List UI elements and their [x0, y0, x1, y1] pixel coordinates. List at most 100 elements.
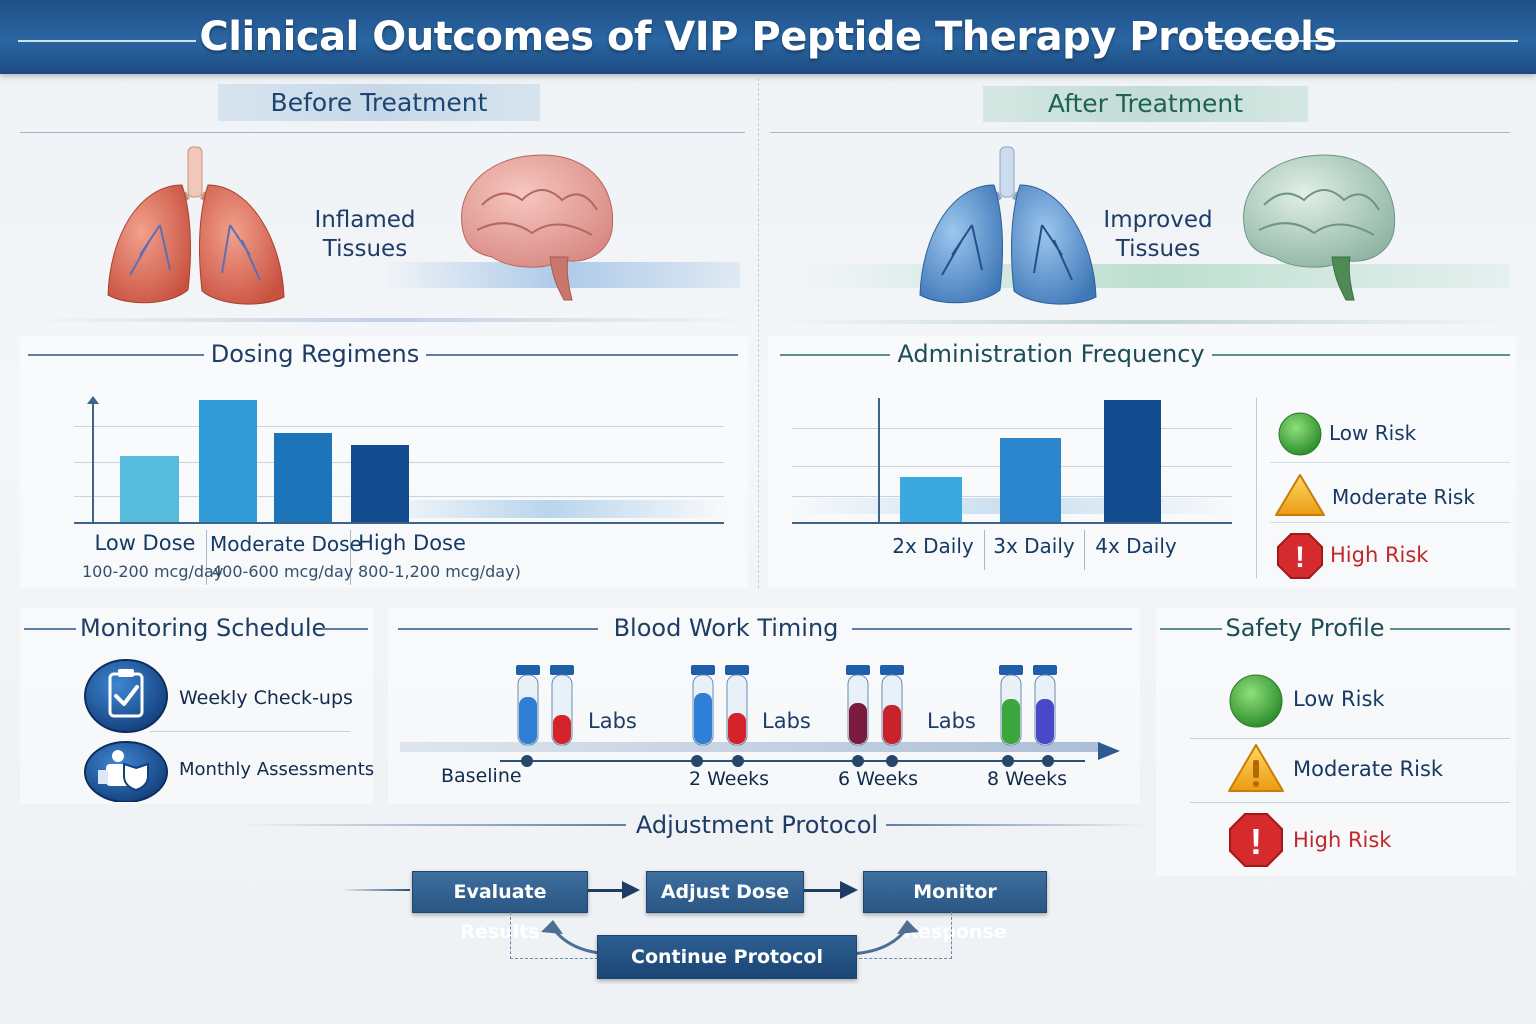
- dosing-title: Dosing Regimens: [210, 340, 420, 368]
- safety-rule-right: [1390, 628, 1510, 630]
- timeline-dot: [886, 755, 898, 767]
- monitoring-item-monthly: Monthly Assessments: [179, 759, 375, 780]
- monitoring-panel: [20, 608, 373, 804]
- adjustment-title: Adjustment Protocol: [635, 811, 879, 839]
- monitor-rule-right: [322, 628, 368, 630]
- safety-moderate-risk: Moderate Risk: [1293, 757, 1444, 781]
- freq-x-axis: [792, 522, 1232, 524]
- freq-rule-left: [780, 354, 890, 356]
- freq-cat-4x: 4x Daily: [1095, 534, 1177, 558]
- improved-lungs-icon: [919, 146, 1097, 305]
- after-treatment-label: After Treatment: [983, 86, 1308, 122]
- warning-triangle-icon: [1275, 474, 1325, 516]
- center-divider: [758, 78, 760, 588]
- timeline-dot: [852, 755, 864, 767]
- dose-bar-high: [351, 445, 409, 522]
- doctor-shield-icon: [84, 741, 168, 802]
- improved-tissues-text: Improved Tissues: [1092, 206, 1224, 264]
- timeline-dot: [732, 755, 744, 767]
- frequency-chart: [792, 396, 1232, 526]
- green-circle-icon: [1278, 412, 1322, 456]
- timeline-8-weeks: 8 Weeks: [987, 768, 1068, 790]
- dose-bar-moderate-2: [274, 433, 332, 522]
- freq-y-axis: [878, 398, 880, 524]
- dosing-rule-left: [28, 354, 204, 356]
- loop-arrow-right-icon: [849, 920, 919, 956]
- bloodwork-title: Blood Work Timing: [613, 614, 839, 642]
- freq-cat-divider: [1084, 530, 1085, 570]
- inflamed-line1: Inflamed: [314, 207, 416, 233]
- timeline-2-weeks: 2 Weeks: [689, 768, 770, 790]
- timeline-dot: [1042, 755, 1054, 767]
- safety-high-risk: High Risk: [1293, 828, 1392, 852]
- timeline-baseline: Baseline: [441, 765, 522, 787]
- before-rule: [20, 132, 745, 133]
- page-title: Clinical Outcomes of VIP Peptide Therapy…: [199, 14, 1337, 60]
- timeline-arrowhead-icon: [1098, 742, 1120, 760]
- timeline-dot: [1002, 755, 1014, 767]
- header-rule-left: [18, 40, 196, 42]
- stop-octagon-icon: !: [1277, 533, 1323, 579]
- stop-octagon-icon: !: [1229, 813, 1283, 867]
- inflamed-tissues-text: Inflamed Tissues: [300, 206, 430, 264]
- timeline-dot: [521, 755, 533, 767]
- dose-gridline: [74, 426, 724, 427]
- freq-legend-moderate: Moderate Risk: [1332, 485, 1475, 509]
- test-tubes-icon: [999, 665, 1057, 746]
- improved-brain-icon: [1243, 154, 1396, 301]
- dose-x-axis: [74, 522, 724, 524]
- freq-legend-high: High Risk: [1330, 543, 1429, 567]
- before-treatment-label: Before Treatment: [218, 84, 540, 121]
- freq-legend-sep: [1270, 462, 1510, 463]
- evaluate-results-button[interactable]: Evaluate Results: [412, 871, 588, 943]
- dose-y-arrow-icon: [87, 396, 99, 404]
- adjust-rule-left: [240, 824, 626, 826]
- freq-rule-right: [1212, 354, 1510, 356]
- clipboard-check-icon: [84, 659, 168, 733]
- warning-triangle-icon: [1228, 744, 1284, 792]
- test-tubes-icon: [516, 665, 574, 746]
- flow-arrow-line: [588, 889, 624, 892]
- freq-bar-3x: [1000, 438, 1061, 522]
- inflamed-line2: Tissues: [322, 236, 408, 262]
- arrow-right-icon: [622, 881, 640, 899]
- freq-cat-3x: 3x Daily: [993, 534, 1075, 558]
- flow-arrow-line: [804, 889, 842, 892]
- dose-cat-divider: [206, 530, 207, 585]
- dose-glow: [374, 500, 724, 518]
- green-circle-icon: [1229, 674, 1283, 728]
- dose-bar-low: [120, 456, 179, 522]
- svg-text:!: !: [1295, 541, 1305, 574]
- labs-label: Labs: [588, 709, 637, 733]
- dose-bar-moderate: [199, 400, 257, 522]
- freq-cat-2x: 2x Daily: [892, 534, 974, 558]
- monitoring-title: Monitoring Schedule: [80, 614, 327, 642]
- monitoring-item-weekly: Weekly Check-ups: [179, 687, 353, 709]
- dose-cat-low: Low Dose: [94, 531, 196, 555]
- timeline-6-weeks: 6 Weeks: [838, 768, 919, 790]
- timeline-dot: [691, 755, 703, 767]
- dosing-rule-right: [426, 354, 738, 356]
- inflamed-lungs-icon: [107, 146, 285, 305]
- header-rule-right: [1212, 40, 1518, 42]
- frequency-title: Administration Frequency: [897, 340, 1205, 368]
- monitor-rule-left: [24, 628, 76, 630]
- after-rule: [770, 132, 1510, 133]
- dose-range-moderate: 400-600 mcg/day: [212, 562, 354, 581]
- adjust-dose-button[interactable]: Adjust Dose: [646, 871, 804, 913]
- freq-gridline: [792, 428, 1232, 429]
- freq-legend-divider: [1256, 398, 1257, 578]
- inflamed-brain-icon: [461, 154, 614, 301]
- arrow-right-icon: [840, 881, 858, 899]
- safety-rule-left: [1160, 628, 1222, 630]
- dose-cat-divider: [350, 530, 351, 585]
- freq-cat-divider: [984, 530, 985, 570]
- monitor-response-button[interactable]: Monitor Response: [863, 871, 1047, 943]
- labs-label: Labs: [927, 709, 976, 733]
- blood-rule-left: [398, 628, 598, 630]
- continue-protocol-button[interactable]: Continue Protocol: [597, 935, 857, 979]
- dose-range-low: 100-200 mcg/day: [82, 562, 224, 581]
- monitor-sep: [150, 731, 350, 732]
- test-tubes-icon: [691, 665, 749, 746]
- dose-cat-high: High Dose: [358, 531, 466, 555]
